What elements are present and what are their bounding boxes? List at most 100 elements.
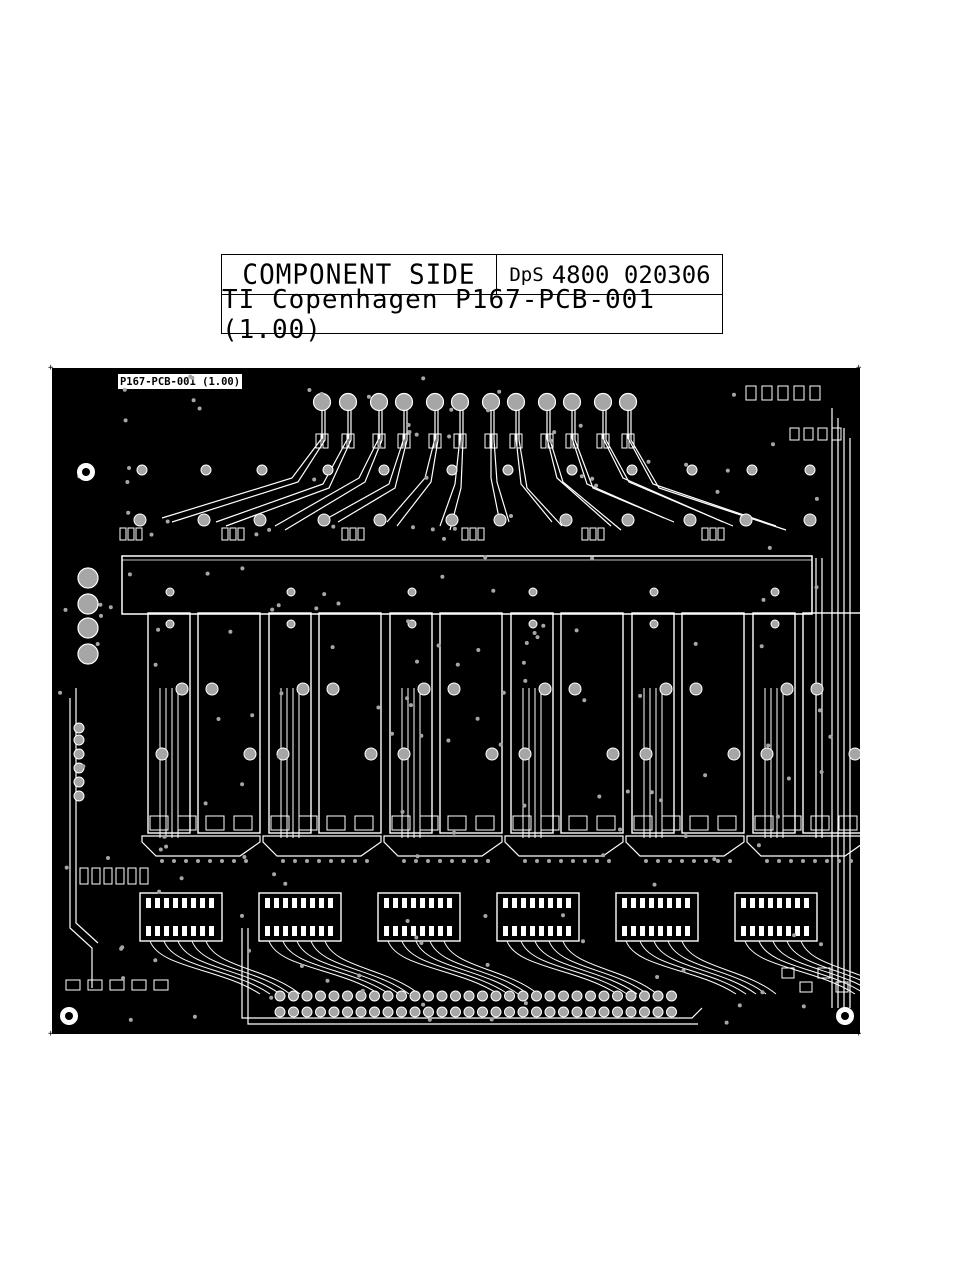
via bbox=[106, 856, 110, 860]
header-pad bbox=[301, 990, 313, 1002]
via bbox=[127, 572, 132, 577]
ic-pin bbox=[640, 926, 645, 936]
header-pad bbox=[477, 990, 488, 1002]
pad bbox=[649, 587, 659, 597]
smd-pad bbox=[349, 527, 357, 541]
smd-pad bbox=[109, 979, 125, 991]
ic-pin bbox=[539, 898, 544, 908]
via bbox=[462, 859, 466, 863]
via bbox=[406, 423, 411, 427]
via bbox=[325, 978, 330, 983]
smd-pad bbox=[540, 815, 560, 831]
ic-pin bbox=[292, 926, 297, 936]
ic-pin bbox=[676, 926, 681, 936]
via bbox=[123, 418, 128, 423]
trace bbox=[800, 940, 860, 976]
via bbox=[122, 387, 127, 392]
pad bbox=[155, 747, 169, 761]
connector-pad bbox=[369, 392, 389, 412]
ic-pin bbox=[265, 926, 270, 936]
ic-pin bbox=[265, 898, 270, 908]
main-bus bbox=[121, 555, 813, 615]
smd-pad bbox=[131, 979, 147, 991]
smd-pad bbox=[512, 815, 532, 831]
pad bbox=[760, 747, 774, 761]
ic-pin bbox=[631, 926, 636, 936]
via bbox=[242, 855, 247, 859]
ic-pin bbox=[530, 926, 535, 936]
smd-pad bbox=[777, 385, 789, 401]
via bbox=[715, 489, 720, 494]
smd-pad bbox=[139, 867, 149, 885]
smd-pad bbox=[568, 815, 588, 831]
smd-pad bbox=[793, 385, 805, 401]
trace bbox=[386, 402, 436, 523]
trace bbox=[439, 402, 461, 527]
via bbox=[121, 976, 126, 981]
header-pad bbox=[328, 990, 340, 1002]
pad bbox=[649, 619, 659, 629]
ic-pin bbox=[503, 898, 508, 908]
smd-pad bbox=[372, 433, 379, 449]
via bbox=[442, 536, 446, 541]
via bbox=[157, 889, 162, 894]
via bbox=[646, 459, 651, 464]
ic-pin bbox=[530, 898, 535, 908]
header-pad bbox=[666, 1006, 677, 1018]
smd-pad bbox=[581, 527, 589, 541]
via bbox=[179, 876, 184, 881]
via bbox=[330, 645, 335, 650]
connector-pad bbox=[618, 392, 638, 412]
via bbox=[247, 948, 251, 953]
ic-pin bbox=[667, 926, 672, 936]
header-pad bbox=[571, 990, 583, 1002]
trace bbox=[534, 940, 638, 995]
header-pad bbox=[301, 1006, 313, 1018]
ic-pin bbox=[539, 926, 544, 936]
via bbox=[314, 606, 319, 611]
smd-pad bbox=[453, 433, 460, 449]
header-pad bbox=[409, 990, 421, 1002]
ic-pin bbox=[301, 898, 306, 908]
via bbox=[483, 914, 488, 918]
pad bbox=[606, 747, 620, 761]
pad bbox=[566, 464, 578, 476]
via bbox=[590, 476, 595, 481]
connector-pad bbox=[450, 392, 470, 412]
via bbox=[523, 1001, 528, 1006]
via bbox=[377, 444, 382, 449]
via bbox=[366, 394, 371, 399]
smd-pad bbox=[754, 815, 774, 831]
smd-pad bbox=[789, 427, 800, 441]
via bbox=[414, 859, 418, 863]
via bbox=[655, 975, 660, 979]
via bbox=[728, 859, 732, 863]
ic-pin bbox=[640, 898, 645, 908]
trace bbox=[429, 940, 529, 995]
header-pad bbox=[598, 1006, 610, 1018]
header-pad bbox=[288, 990, 299, 1002]
ic-pin bbox=[402, 926, 407, 936]
trace bbox=[327, 402, 405, 519]
via bbox=[276, 754, 281, 759]
smd-pad bbox=[509, 433, 516, 449]
mounting-hole bbox=[841, 1012, 849, 1020]
via bbox=[680, 859, 684, 863]
smd-pad bbox=[87, 979, 103, 991]
via bbox=[547, 859, 551, 863]
trace bbox=[415, 940, 519, 995]
pad bbox=[322, 464, 334, 476]
pad bbox=[73, 790, 85, 802]
smd-pad bbox=[354, 815, 374, 831]
trace bbox=[630, 402, 787, 531]
via bbox=[732, 392, 736, 397]
pad bbox=[417, 682, 431, 696]
ic-pin bbox=[274, 926, 279, 936]
via bbox=[597, 794, 602, 799]
via bbox=[299, 964, 304, 968]
code-prefix: DpS bbox=[509, 263, 544, 286]
via bbox=[649, 790, 654, 795]
via bbox=[775, 814, 780, 819]
via bbox=[414, 432, 419, 437]
smd-pad bbox=[717, 527, 725, 541]
